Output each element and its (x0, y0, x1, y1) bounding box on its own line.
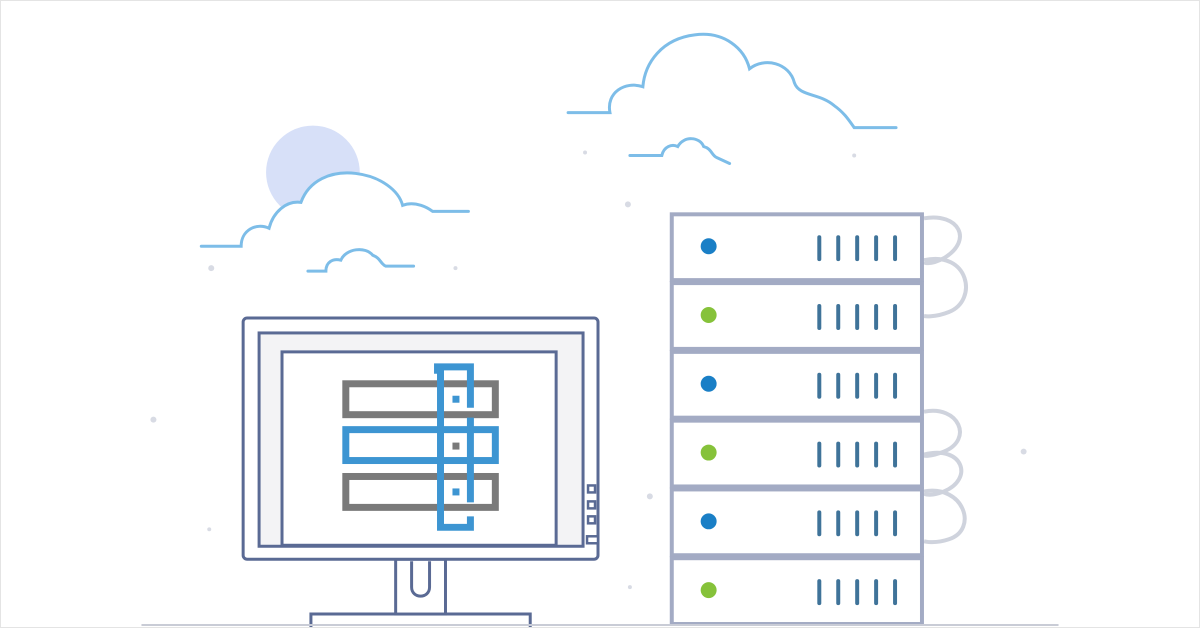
network-cables (922, 215, 968, 545)
server-unit (669, 487, 924, 558)
status-led (700, 307, 717, 323)
server-unit (669, 556, 924, 627)
server-unit (669, 349, 924, 420)
status-led (700, 513, 717, 530)
status-led (700, 444, 717, 461)
cloud-large-top (566, 32, 898, 130)
cloud-left (199, 171, 470, 248)
cloud-small-right (628, 137, 732, 165)
monitor-button[interactable] (586, 484, 597, 494)
server-icon-led (452, 488, 460, 496)
monitor-stand-neck (394, 557, 447, 616)
server-unit (669, 281, 924, 351)
status-led (700, 375, 717, 392)
server-icon-unit-bottom (342, 472, 499, 511)
monitor-stand-slot (410, 561, 432, 598)
server-unit (669, 418, 924, 489)
server-unit (669, 212, 924, 283)
status-led (700, 582, 717, 599)
server-rack (669, 212, 924, 627)
status-led (700, 238, 717, 255)
monitor-button[interactable] (585, 535, 600, 545)
monitor-button[interactable] (586, 515, 597, 525)
server-icon-led (452, 442, 460, 450)
monitor (241, 316, 600, 627)
sparkles (150, 150, 1027, 590)
server-icon-unit-top (342, 380, 499, 419)
monitor-buttons[interactable] (585, 484, 600, 545)
server-icon-on-screen (342, 363, 499, 531)
server-icon-bracket (434, 363, 474, 531)
server-icon-unit-middle (342, 426, 499, 465)
cloud-small-left (306, 248, 416, 273)
server-icon-led (452, 395, 460, 403)
monitor-button[interactable] (586, 500, 597, 510)
